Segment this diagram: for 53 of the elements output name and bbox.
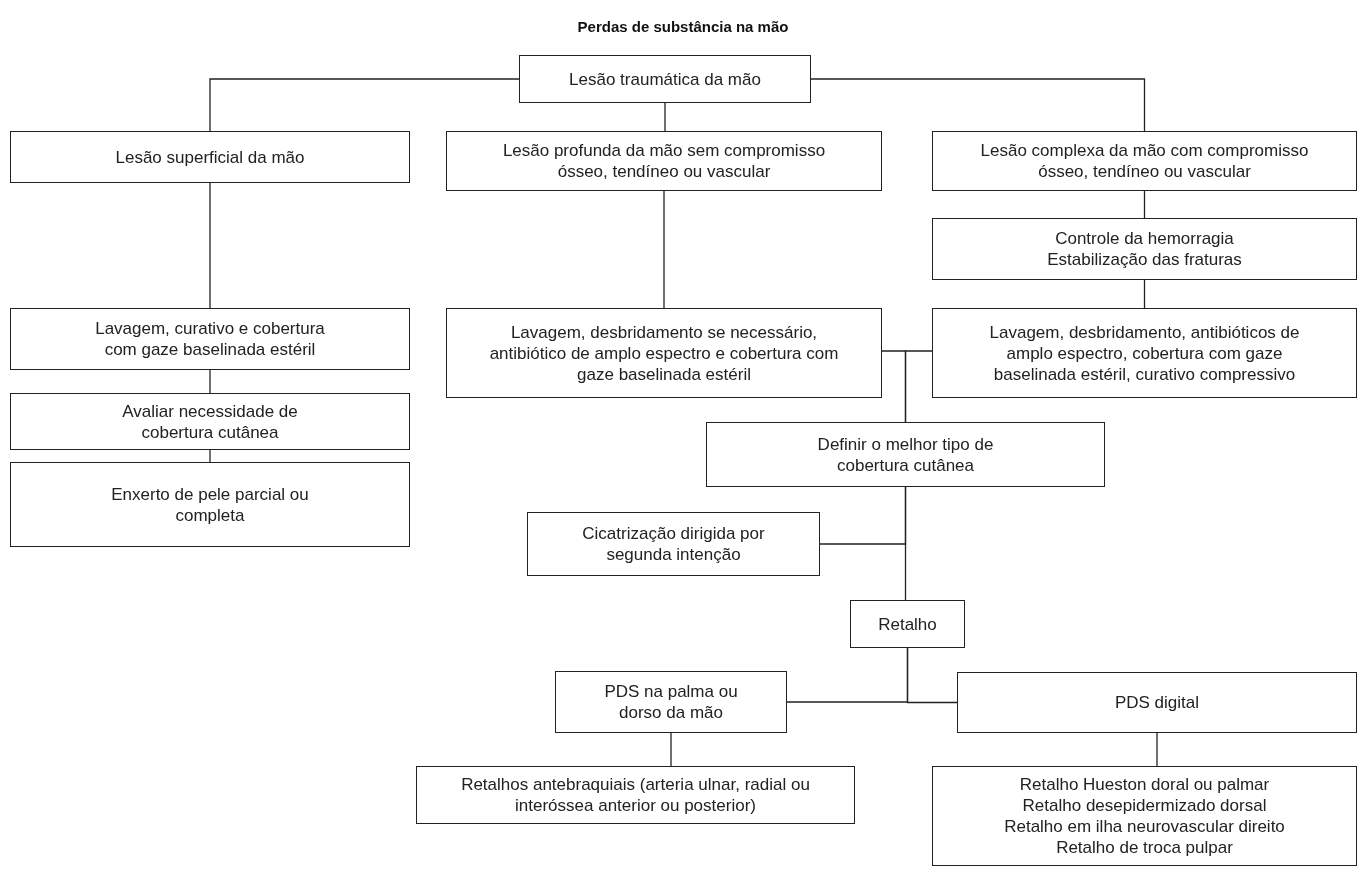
connector-line: [664, 102, 666, 132]
process-box: [527, 512, 820, 576]
process-box: [446, 308, 882, 398]
process-box: [706, 422, 1105, 487]
process-box: [10, 393, 410, 450]
process-box: [932, 766, 1357, 866]
connector-line: [209, 78, 520, 132]
box-text: Lavagem, curativo e cobertura com gaze baselinada estéril: [94, 318, 326, 360]
box-text: Retalho em ilha neurovascular direito: [1004, 816, 1285, 837]
box-text: Retalho de troca pulpar: [1056, 837, 1233, 858]
process-box: [850, 600, 965, 648]
diagram-title: Perdas de substância na mão: [576, 17, 790, 37]
box-text: Avaliar necessidade de cobertura cutânea: [121, 400, 299, 443]
box-text: Retalho Hueston doral ou palmar: [1019, 774, 1270, 795]
box-text: Retalho desepidermizado dorsal: [1022, 795, 1267, 816]
box-text: Controle da hemorragia: [1055, 228, 1234, 249]
process-box: [932, 308, 1357, 398]
box-text: Lesão complexa da mão com compromisso ósseo, tendíneo ou vascular: [979, 140, 1310, 182]
process-box: [10, 131, 410, 183]
process-box: [416, 766, 855, 824]
connector-line: [1143, 279, 1146, 309]
connector-line: [904, 486, 907, 601]
box-text: Lesão superficial da mão: [115, 146, 305, 168]
connector-line: [663, 190, 665, 309]
connector-line: [209, 182, 211, 309]
connector-line: [1143, 190, 1146, 219]
connector-line: [209, 449, 211, 463]
box-text: Lavagem, desbridamento, antibióticos de amplo espectro, cobertura com gaze baselinada estéril, curativo compressivo: [988, 321, 1301, 385]
connector-line: [904, 350, 933, 423]
connector-line: [810, 78, 1146, 132]
process-box: [446, 131, 882, 191]
connector-line: [906, 647, 958, 704]
box-text: PDS na palma ou dorso da mão: [603, 681, 739, 723]
box-text: Definir o melhor tipo de cobertura cutânea: [816, 433, 995, 476]
connector-line: [209, 369, 211, 394]
process-box: [519, 55, 811, 103]
box-text: PDS digital: [1114, 692, 1200, 713]
box-text: Lesão traumática da mão: [569, 68, 761, 90]
process-box: [10, 308, 410, 370]
box-text: Lesão profunda da mão sem compromisso ósseo, tendíneo ou vascular: [501, 140, 827, 182]
connector-line: [670, 732, 672, 767]
box-text: Retalhos antebraquiais (arteria ulnar, radial ou interóssea anterior ou posterior): [460, 774, 811, 816]
box-text: Enxerto de pele parcial ou completa: [110, 483, 310, 526]
box-text: Estabilização das fraturas: [1047, 249, 1242, 270]
process-box: [957, 672, 1357, 733]
process-box: [10, 462, 410, 547]
box-text: Retalho: [878, 613, 937, 635]
box-text: Lavagem, desbridamento se necessário, antibiótico de amplo espectro e cobertura com gaze baselinada estéril: [488, 321, 840, 385]
box-text: Cicatrização dirigida por segunda intenção: [581, 523, 766, 565]
process-box: [555, 671, 787, 733]
process-box: [932, 218, 1357, 280]
process-box: [932, 131, 1357, 191]
connector-line: [1156, 732, 1158, 767]
